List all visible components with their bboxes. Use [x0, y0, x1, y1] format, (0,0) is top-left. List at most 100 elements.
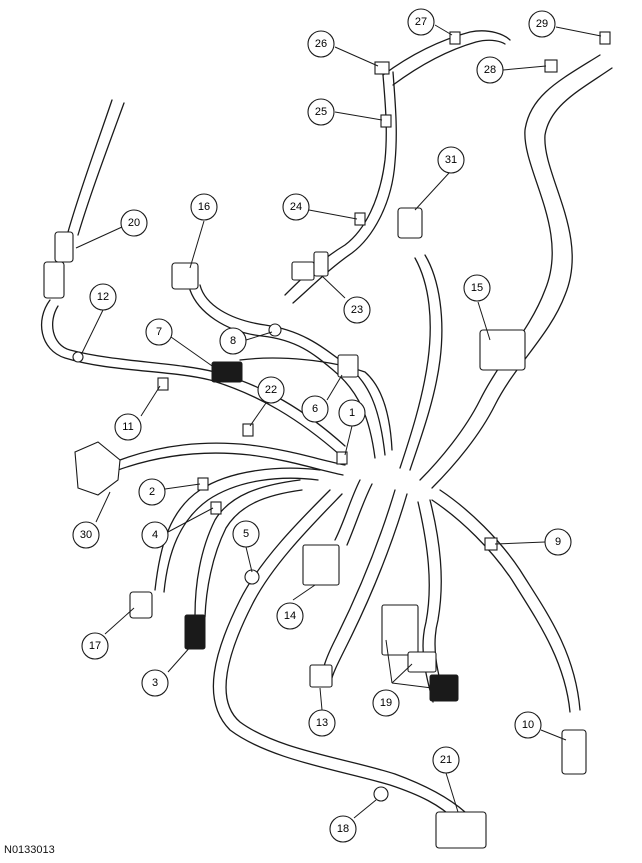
- connector-13: [309, 664, 333, 688]
- bolt-5: [244, 569, 260, 585]
- callout-23: 23: [343, 296, 371, 324]
- callout-24: 24: [282, 193, 310, 221]
- connector-7: [211, 361, 243, 383]
- svg-text:29: 29: [536, 18, 548, 30]
- svg-text:3: 3: [152, 677, 158, 689]
- connector-10: [561, 729, 587, 775]
- connector-15: [479, 329, 526, 371]
- callout-28: 28: [476, 56, 504, 84]
- callout-31: 31: [437, 146, 465, 174]
- svg-text:24: 24: [290, 201, 302, 213]
- harness-trunks: [40, 30, 613, 821]
- svg-text:17: 17: [89, 640, 101, 652]
- callout-25: 25: [307, 98, 335, 126]
- clip-18: [373, 786, 389, 802]
- connector-20-body: [54, 231, 74, 263]
- svg-text:27: 27: [415, 16, 427, 28]
- clip-11: [157, 377, 169, 391]
- callout-20: 20: [120, 209, 148, 237]
- svg-text:30: 30: [80, 529, 92, 541]
- connector-14: [302, 544, 340, 586]
- connector-30: [74, 441, 121, 496]
- callout-30: 30: [72, 521, 100, 549]
- callout-16: 16: [190, 193, 218, 221]
- svg-text:16: 16: [198, 201, 210, 213]
- connector-19c: [429, 674, 459, 702]
- clip-4: [210, 501, 222, 515]
- connectors: [43, 31, 611, 849]
- callout-13: 13: [308, 709, 336, 737]
- figure-reference-code: N0133013: [4, 844, 55, 856]
- svg-text:23: 23: [351, 304, 363, 316]
- callout-18: 18: [329, 815, 357, 843]
- connector-19a: [381, 604, 419, 656]
- connector-31: [397, 207, 423, 239]
- svg-text:5: 5: [243, 528, 249, 540]
- callouts: 1 2 3 4 5 6 7 8 9 10 11 12 13 14 15 16 1…: [72, 8, 572, 843]
- clip-8: [268, 323, 282, 337]
- sensor-23: [291, 261, 315, 281]
- clip-26: [374, 61, 390, 75]
- callout-6: 6: [301, 395, 329, 423]
- clip-29: [599, 31, 611, 45]
- connector-21: [435, 811, 487, 849]
- svg-text:12: 12: [97, 291, 109, 303]
- clip-27: [449, 31, 461, 45]
- clip-28: [544, 59, 558, 73]
- callout-5: 5: [232, 520, 260, 548]
- svg-text:13: 13: [316, 717, 328, 729]
- clip-22: [242, 423, 254, 437]
- svg-text:1: 1: [349, 407, 355, 419]
- callout-11: 11: [114, 413, 142, 441]
- svg-text:9: 9: [555, 536, 561, 548]
- svg-text:31: 31: [445, 154, 457, 166]
- callout-26: 26: [307, 30, 335, 58]
- svg-text:6: 6: [312, 403, 318, 415]
- connector-19b: [407, 651, 437, 673]
- callout-22: 22: [257, 376, 285, 404]
- callout-15: 15: [463, 274, 491, 302]
- svg-text:11: 11: [122, 421, 133, 433]
- svg-text:10: 10: [522, 719, 534, 731]
- connector-16: [171, 262, 199, 290]
- callout-4: 4: [141, 521, 169, 549]
- svg-text:14: 14: [284, 610, 296, 622]
- clip-1: [336, 451, 348, 465]
- clip-12: [72, 351, 84, 363]
- callout-27: 27: [407, 8, 435, 36]
- leader-lines: [75, 24, 602, 819]
- callout-21: 21: [432, 746, 460, 774]
- callout-7: 7: [145, 318, 173, 346]
- callout-2: 2: [138, 478, 166, 506]
- svg-text:2: 2: [149, 486, 155, 498]
- callout-3: 3: [141, 669, 169, 697]
- svg-text:22: 22: [265, 384, 277, 396]
- svg-text:15: 15: [471, 282, 483, 294]
- callout-19: 19: [372, 689, 400, 717]
- svg-text:4: 4: [152, 529, 158, 541]
- svg-text:26: 26: [315, 38, 327, 50]
- callout-8: 8: [219, 327, 247, 355]
- svg-text:21: 21: [440, 754, 452, 766]
- connector-20-plug: [43, 261, 65, 299]
- callout-12: 12: [89, 283, 117, 311]
- callout-1: 1: [338, 399, 366, 427]
- callout-17: 17: [81, 632, 109, 660]
- sensor-23-body: [313, 251, 329, 277]
- svg-text:25: 25: [315, 106, 327, 118]
- connector-3: [184, 614, 206, 650]
- svg-text:19: 19: [380, 697, 392, 709]
- clip-25: [380, 114, 392, 128]
- callout-14: 14: [276, 602, 304, 630]
- connector-17: [129, 591, 153, 619]
- svg-text:8: 8: [230, 335, 236, 347]
- callout-29: 29: [528, 10, 556, 38]
- svg-text:7: 7: [156, 326, 162, 338]
- svg-text:18: 18: [337, 823, 349, 835]
- clip-6: [337, 354, 359, 378]
- callout-10: 10: [514, 711, 542, 739]
- callout-9: 9: [544, 528, 572, 556]
- svg-text:20: 20: [128, 217, 140, 229]
- svg-text:28: 28: [484, 64, 496, 76]
